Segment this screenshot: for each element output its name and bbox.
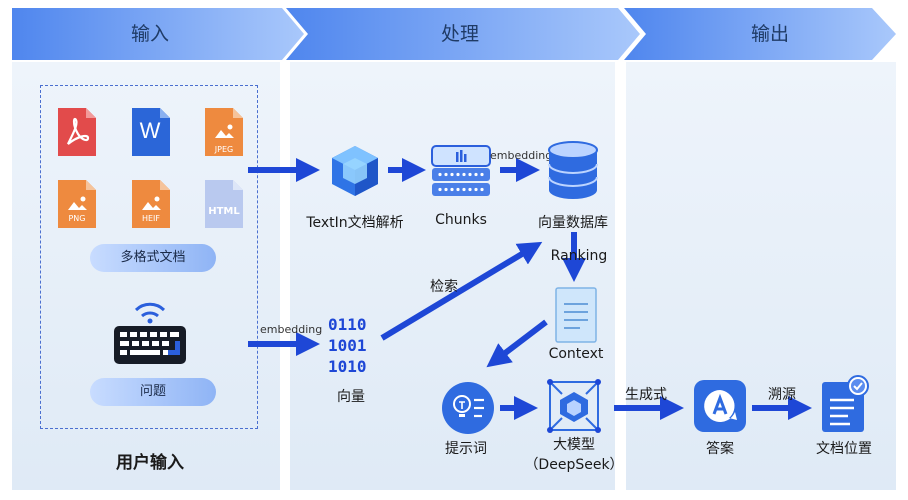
- heif-label: HEIF: [141, 214, 161, 223]
- doc-position-label: 文档位置: [816, 441, 872, 457]
- context-label: Context: [548, 346, 604, 362]
- header-arrows: [12, 8, 896, 60]
- textin-cube-icon: [332, 146, 378, 196]
- word-letter: W: [139, 118, 161, 143]
- embedding-label-top: embedding: [490, 149, 553, 162]
- header-arrow-input: [12, 8, 304, 60]
- textin-label: TextIn文档解析: [306, 215, 404, 231]
- search-label: 检索: [430, 279, 458, 295]
- llm-model-label: （DeepSeek）: [524, 457, 624, 473]
- prompt-label: 提示词: [445, 441, 487, 457]
- keyboard-wifi-icon: [114, 302, 186, 364]
- heif-file-icon: [132, 180, 170, 228]
- user-input-box: [40, 85, 258, 429]
- header-input-label: 输入: [130, 23, 169, 45]
- word-file-icon: [132, 108, 170, 156]
- vector-label: 向量: [337, 389, 365, 405]
- context-document-icon: [555, 287, 597, 343]
- generate-label: 生成式: [625, 387, 667, 403]
- llm-name-label: 大模型: [553, 437, 595, 453]
- user-input-title: 用户输入: [116, 453, 184, 473]
- ranking-label: Ranking: [550, 248, 608, 264]
- document-position-icon: [822, 375, 869, 432]
- png-label: PNG: [68, 214, 86, 223]
- prompt-bulb-icon: [442, 382, 494, 434]
- multi-format-docs-pill: 多格式文档: [90, 244, 216, 272]
- binary-vector: 0110 1001 1010: [328, 314, 378, 377]
- embedding-label-left: embedding: [260, 323, 323, 336]
- html-file-icon: [205, 180, 243, 228]
- header-arrow-process: [286, 8, 640, 60]
- header-output-label: 输出: [750, 23, 789, 45]
- arrow-context-to-prompt: [486, 319, 548, 368]
- jpeg-label: JPEG: [214, 145, 234, 154]
- html-label: HTML: [208, 206, 240, 217]
- answer-label: 答案: [706, 441, 734, 457]
- chunks-server-icon: [431, 145, 491, 196]
- vector-db-label: 向量数据库: [538, 215, 608, 231]
- arrow-vector-to-db: [380, 241, 543, 341]
- trace-label: 溯源: [768, 387, 796, 403]
- binary-line-2: 1001: [328, 336, 367, 355]
- vector-database-icon: [548, 141, 598, 199]
- png-file-icon: [58, 180, 96, 228]
- chunks-label: Chunks: [435, 212, 487, 228]
- jpeg-file-icon: [205, 108, 243, 156]
- binary-line-1: 0110: [328, 315, 367, 334]
- pdf-file-icon: [58, 108, 96, 156]
- llm-model-cube-icon: [547, 379, 601, 433]
- header-arrow-output: [624, 8, 896, 60]
- question-pill: 问题: [90, 378, 216, 406]
- binary-line-3: 1010: [328, 357, 367, 376]
- answer-app-icon: [694, 380, 746, 432]
- header-process-label: 处理: [440, 23, 479, 45]
